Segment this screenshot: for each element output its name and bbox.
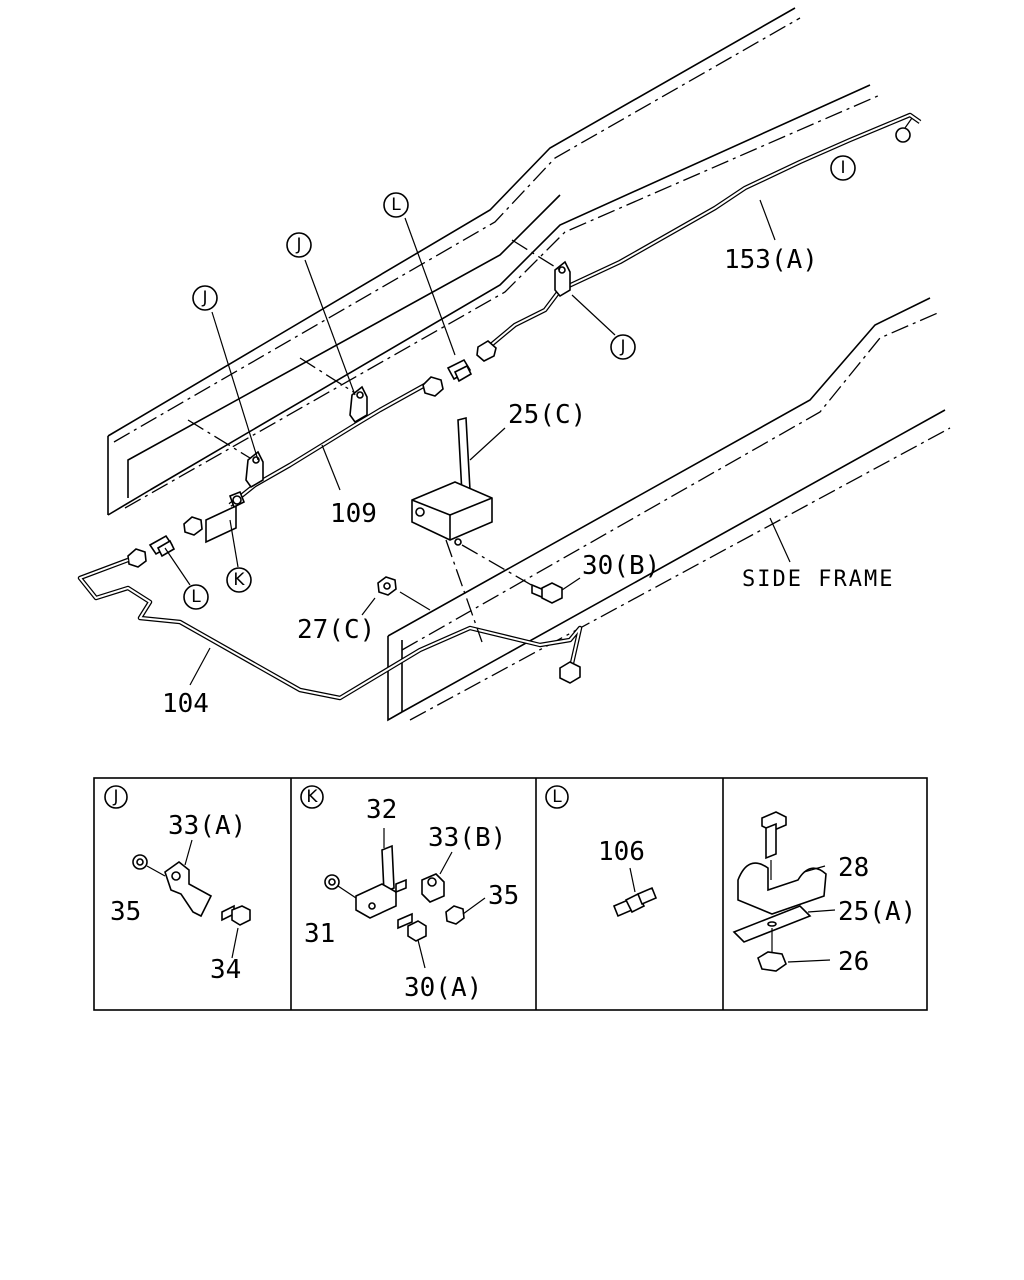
label-33b: 33(B) xyxy=(428,823,506,853)
svg-text:J: J xyxy=(295,235,301,255)
label-25c: 25(C) xyxy=(508,400,586,430)
label-35-k: 35 xyxy=(488,881,519,911)
side-frame xyxy=(387,297,951,722)
label-30b: 30(B) xyxy=(582,551,660,581)
svg-text:I: I xyxy=(840,158,845,178)
label-side-frame: SIDE FRAME xyxy=(742,567,894,592)
svg-text:J: J xyxy=(112,787,118,807)
pipe-153a xyxy=(476,112,922,362)
callout-k: K xyxy=(226,567,252,593)
label-26: 26 xyxy=(838,947,869,977)
detail-panel-frame xyxy=(93,777,928,1011)
pipe-109 xyxy=(228,383,427,507)
label-32: 32 xyxy=(366,795,397,825)
pipe-104 xyxy=(77,557,583,701)
svg-text:L: L xyxy=(191,587,201,607)
svg-text:L: L xyxy=(391,195,401,215)
bolt-30b xyxy=(531,577,581,604)
clamp-j-left xyxy=(187,311,264,489)
label-31: 31 xyxy=(304,919,335,949)
svg-text:K: K xyxy=(306,787,318,807)
callout-l-lower: L xyxy=(183,584,209,610)
label-109: 109 xyxy=(330,499,377,529)
bracket-25c xyxy=(411,416,541,643)
clamp-j-mid xyxy=(299,259,368,424)
callout-i: I xyxy=(830,155,856,181)
label-35-j: 35 xyxy=(110,897,141,927)
upper-frame-rail xyxy=(107,7,881,516)
callout-l-upper: L xyxy=(383,192,409,218)
detail-l: L 106 xyxy=(545,785,658,918)
label-25a: 25(A) xyxy=(838,897,916,927)
detail-clip: 28 25(A) 26 xyxy=(732,811,916,977)
side-frame-leader xyxy=(769,517,791,563)
label-30a: 30(A) xyxy=(404,973,482,1003)
callout-j-mid: J xyxy=(286,232,312,258)
svg-text:J: J xyxy=(201,288,207,308)
label-33a: 33(A) xyxy=(168,811,246,841)
bracket-k-assembly xyxy=(127,490,246,586)
detail-j: J 33(A) 35 34 xyxy=(104,785,251,985)
label-27c: 27(C) xyxy=(297,615,375,645)
union-l-upper xyxy=(404,217,473,397)
callout-j-left: J xyxy=(192,285,218,311)
label-28: 28 xyxy=(838,853,869,883)
svg-text:K: K xyxy=(233,570,245,590)
callout-j-right: J xyxy=(610,334,636,360)
label-153a: 153(A) xyxy=(724,245,818,275)
detail-k: K 32 33(B) 35 31 30(A) xyxy=(300,785,519,1003)
nut-27c xyxy=(361,576,431,616)
svg-text:L: L xyxy=(552,787,562,807)
svg-text:J: J xyxy=(619,337,625,357)
clamp-j-right xyxy=(511,239,616,336)
label-34: 34 xyxy=(210,955,241,985)
label-106: 106 xyxy=(598,837,645,867)
label-104: 104 xyxy=(162,689,209,719)
